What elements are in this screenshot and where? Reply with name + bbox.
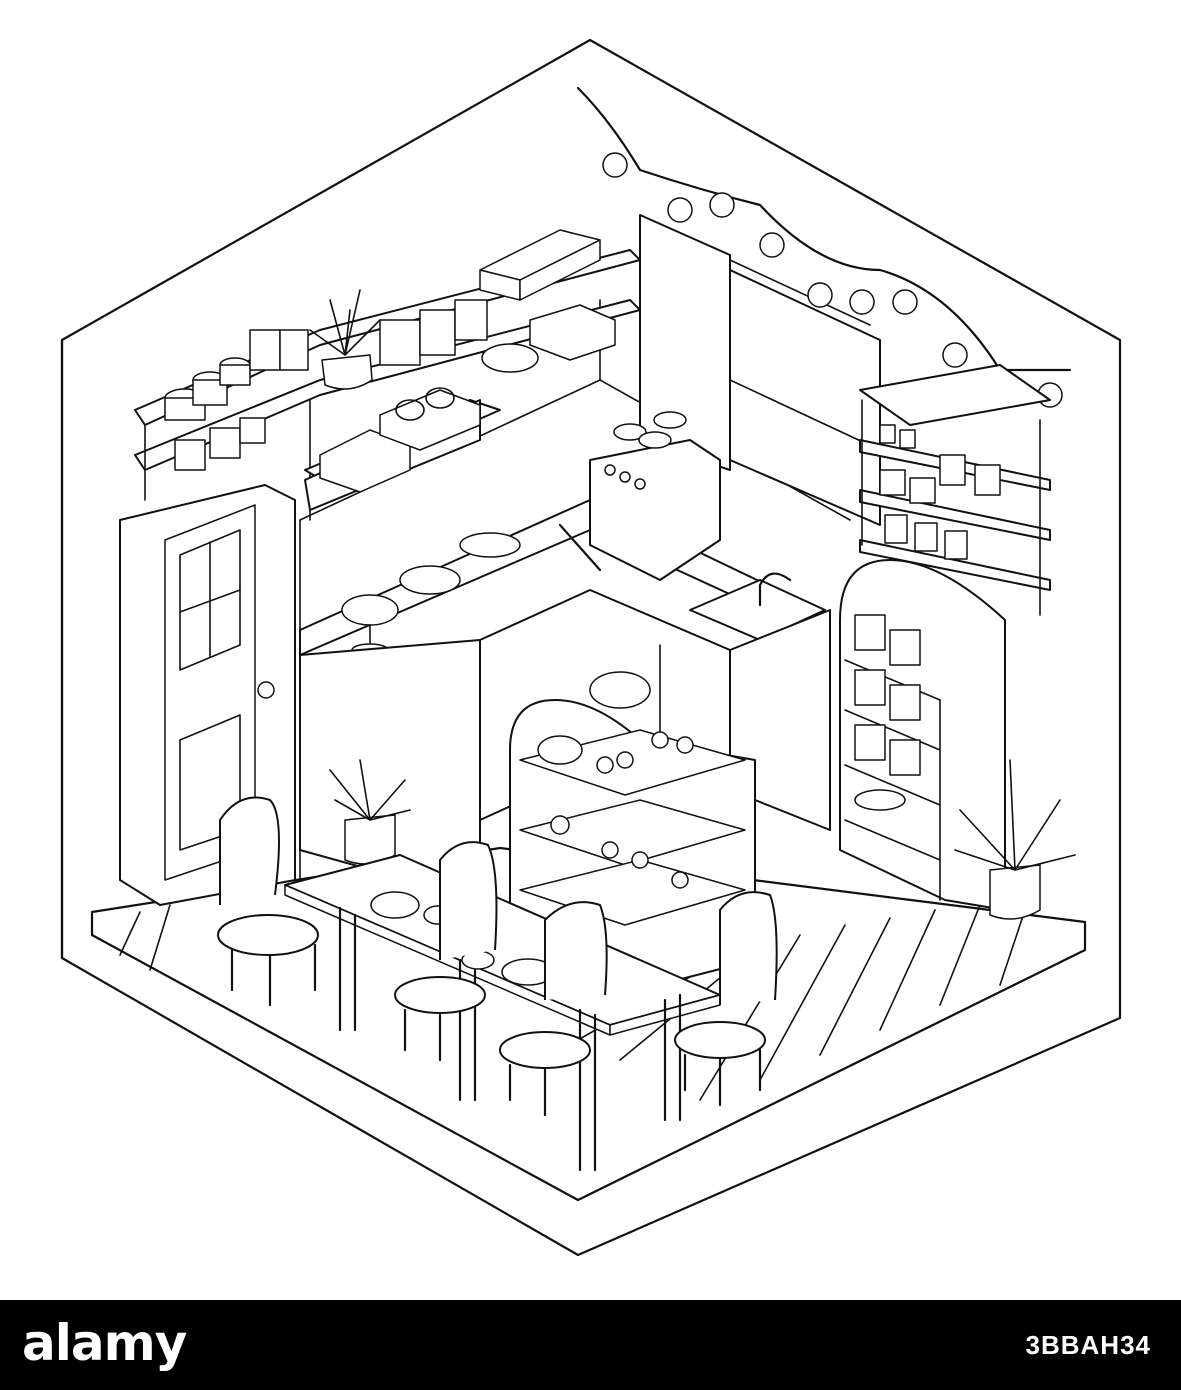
chair-1 (217, 796, 319, 1007)
illustration-area (60, 38, 1122, 1257)
chair-2 (394, 841, 498, 1062)
plant-left-floor (329, 759, 411, 865)
plant-top (309, 289, 381, 390)
fridge (639, 214, 881, 526)
plant-right-floor (954, 759, 1076, 920)
chair-4 (674, 891, 778, 1107)
right-shelf-unit (859, 364, 1051, 616)
back-counter (299, 411, 831, 656)
bread-cabinet (839, 559, 1006, 911)
cake-stands (341, 532, 521, 657)
brand-logo: alamy (22, 1314, 187, 1372)
isometric-bakery-illustration (60, 38, 1122, 1257)
chairs (217, 796, 778, 1117)
shelf-goods (164, 229, 616, 493)
room-outline (60, 38, 1122, 1257)
image-id-label: 3BBAH34 (1025, 1330, 1151, 1360)
chair-3 (499, 901, 608, 1117)
stock-watermark-bar: alamy 3BBAH34 (0, 1300, 1181, 1390)
